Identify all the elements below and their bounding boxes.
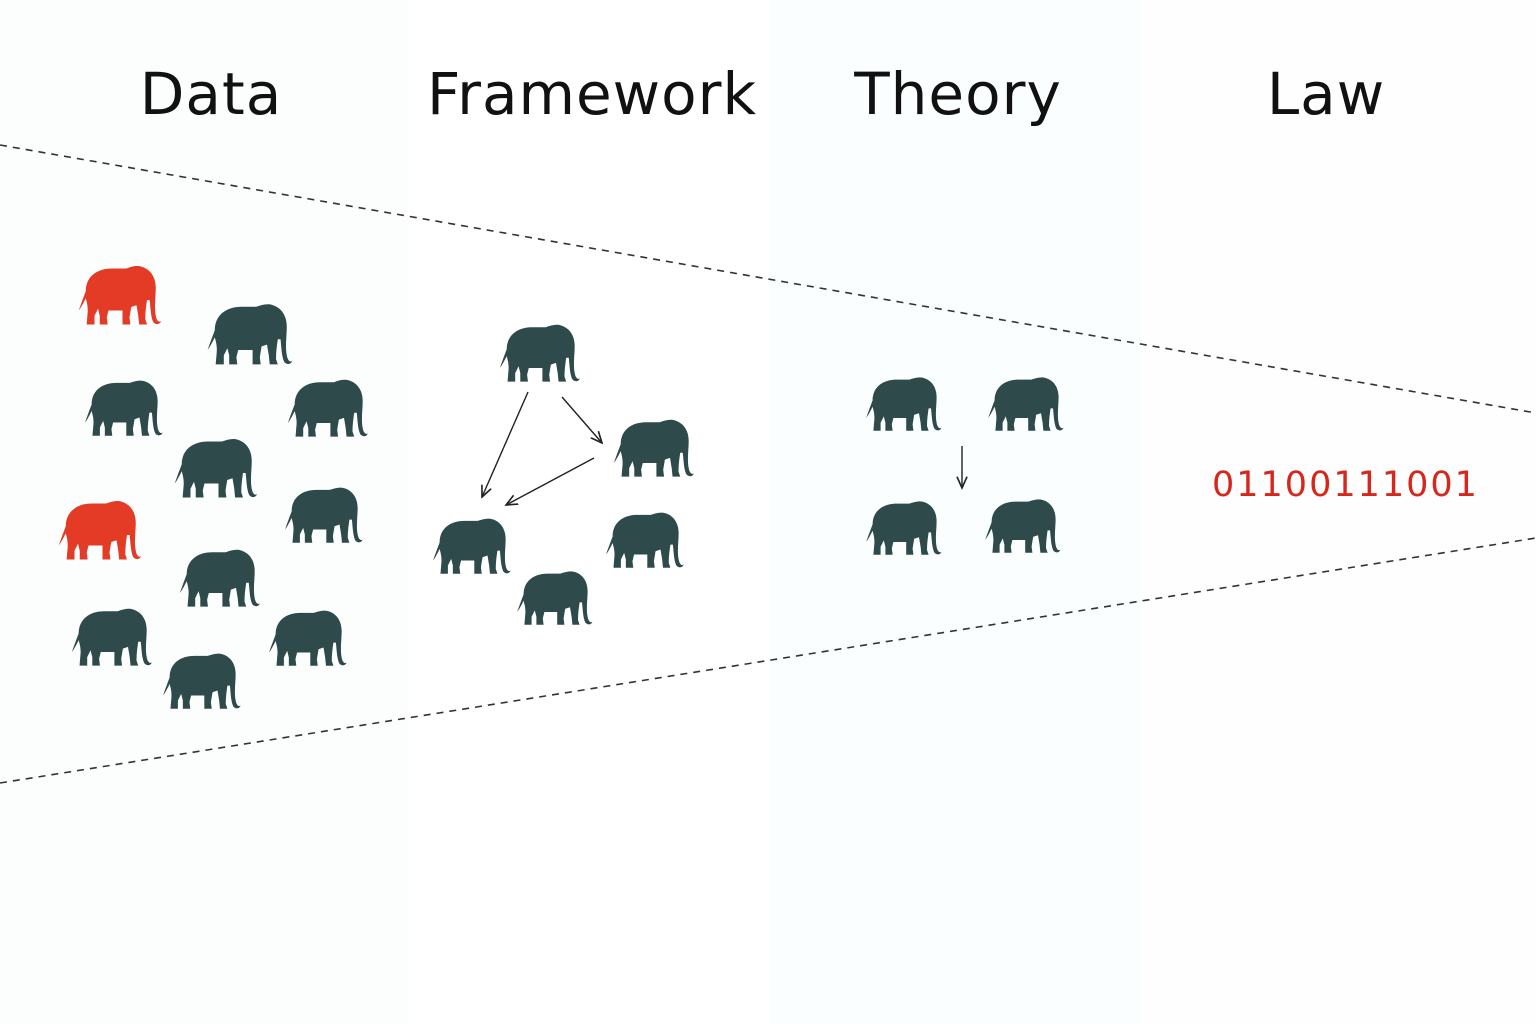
elephant-icon (85, 380, 163, 436)
column-panel-law (1140, 0, 1536, 1024)
elephant-icon (606, 512, 684, 568)
elephant-icon (988, 377, 1064, 431)
elephant-icon (613, 419, 694, 477)
stage-title-data: Data (139, 60, 283, 128)
framework-arrows (482, 391, 602, 505)
law-binary-output: 01100111001 (1212, 465, 1479, 505)
stage-title-framework: Framework (426, 60, 758, 128)
elephant-icon (285, 487, 363, 543)
column-panel-theory (770, 0, 1140, 1024)
elephant-icon (433, 518, 511, 574)
stage-title-theory: Theory (854, 60, 1062, 128)
funnel-upper-boundary (0, 144, 1536, 414)
data-elephant-group (58, 266, 368, 709)
elephant-icon (58, 501, 141, 560)
elephant-icon (866, 377, 942, 431)
column-panel-framework (408, 0, 770, 1024)
elephant-icon (517, 571, 593, 625)
elephant-icon (866, 501, 942, 555)
elephant-icon (269, 610, 347, 666)
elephant-icon (163, 653, 241, 709)
arrow-icon (506, 457, 595, 505)
elephant-icon (78, 266, 161, 325)
elephant-icon (287, 379, 368, 437)
theory-elephant-group (866, 377, 1064, 555)
arrow-icon (561, 396, 602, 443)
arrow-icon (482, 391, 529, 497)
elephant-icon (499, 324, 580, 382)
elephant-icon (179, 549, 260, 607)
elephant-icon (207, 304, 293, 365)
elephant-icon (174, 439, 257, 498)
elephant-icon (985, 499, 1061, 553)
elephant-icon (71, 608, 152, 666)
stage-title-law: Law (1266, 60, 1386, 128)
